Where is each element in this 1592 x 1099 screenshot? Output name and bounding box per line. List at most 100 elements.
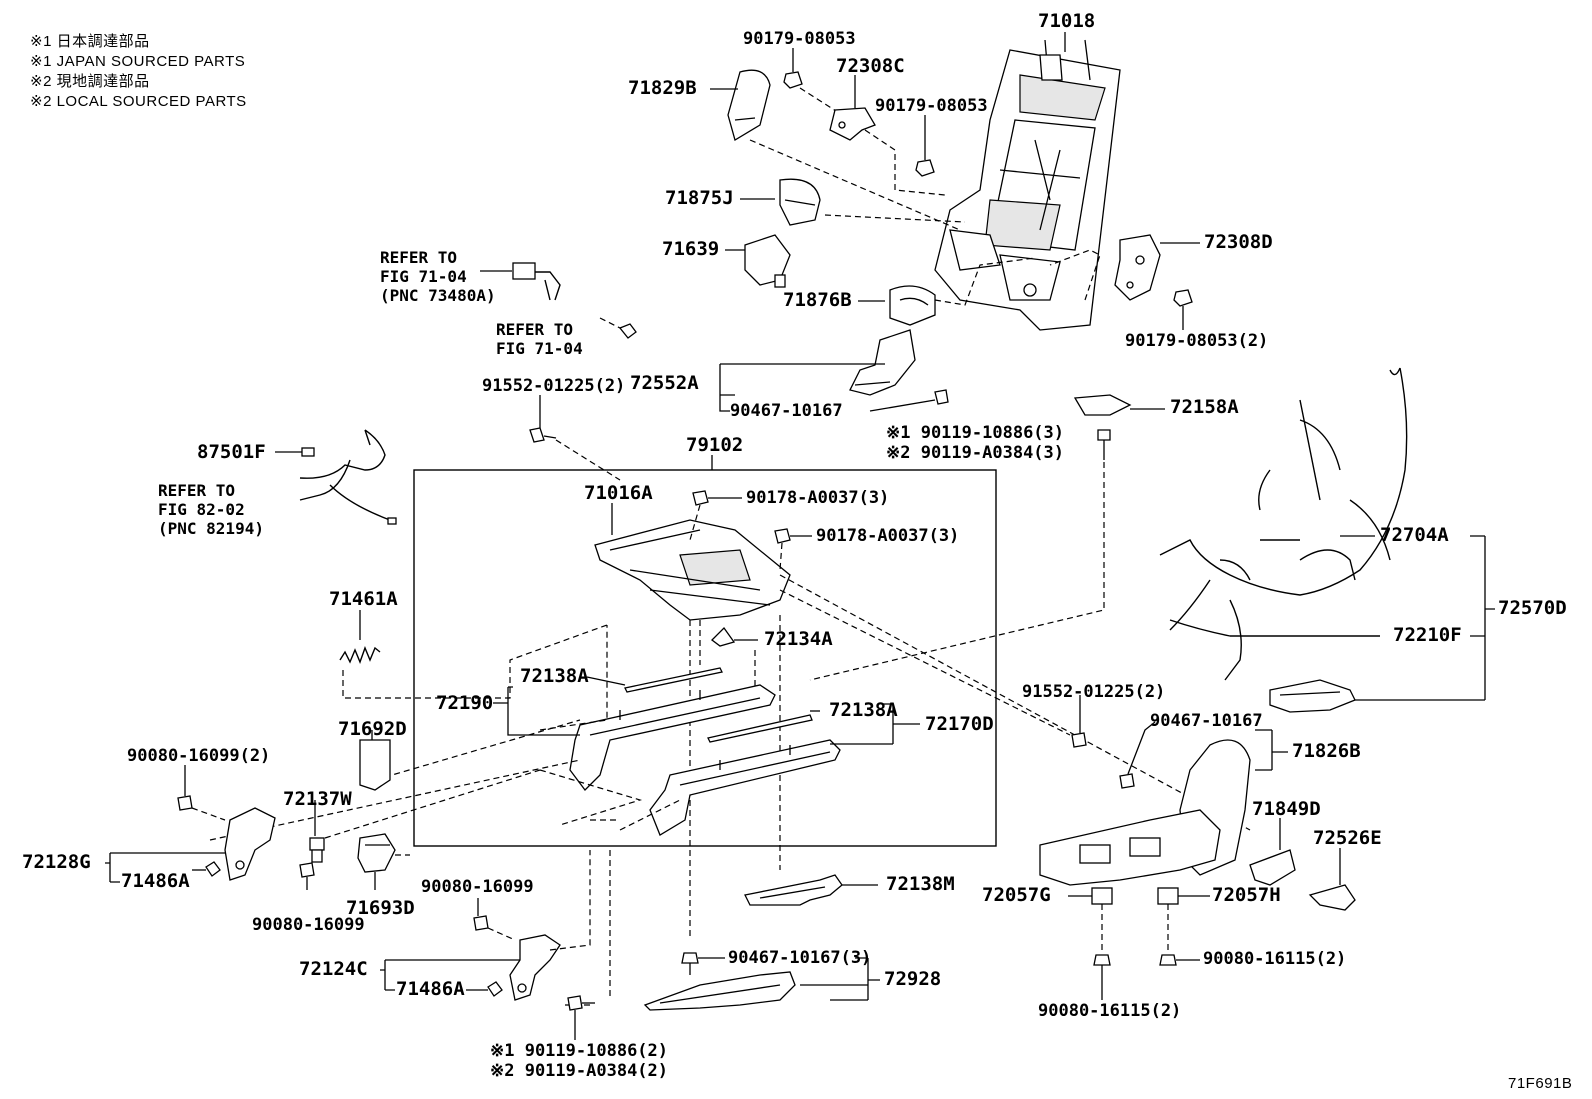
- rail-72170D: [649, 739, 841, 836]
- bolt-90119-10886-2: [567, 995, 595, 1011]
- label-72134A[interactable]: 72134A: [764, 628, 833, 650]
- clip-72057G: [1091, 887, 1113, 905]
- label-72552A[interactable]: 72552A: [630, 372, 699, 394]
- label-90080-16099-2[interactable]: 90080-16099(2): [127, 746, 271, 766]
- label-71692D[interactable]: 71692D: [338, 718, 407, 740]
- label-90178-A0037-3-b[interactable]: 90178-A0037(3): [816, 526, 960, 546]
- seatback-frame-71018: [934, 39, 1121, 331]
- label-71016A[interactable]: 71016A: [584, 482, 653, 504]
- label-72210F[interactable]: 72210F: [1393, 624, 1462, 646]
- label-90080-16099-b[interactable]: 90080-16099: [421, 877, 534, 897]
- frame-71016A: [594, 519, 791, 621]
- label-71639[interactable]: 71639: [662, 238, 720, 260]
- label-90080-16115-2-a[interactable]: 90080-16115(2): [1203, 949, 1347, 969]
- label-90080-16115-2-b[interactable]: 90080-16115(2): [1038, 1001, 1182, 1021]
- cover-lower: [1039, 809, 1221, 886]
- harness-72704A: [1159, 367, 1408, 681]
- label-72057G[interactable]: 72057G: [982, 884, 1051, 906]
- label-72308C[interactable]: 72308C: [836, 55, 905, 77]
- spring-71461A: [339, 646, 381, 664]
- label-72928[interactable]: 72928: [884, 968, 942, 990]
- cover-71875J: [779, 178, 821, 226]
- label-90179-08053-b[interactable]: 90179-08053: [875, 96, 988, 116]
- label-90467-10167-b[interactable]: 90467-10167: [1150, 711, 1263, 731]
- part-72138M: [744, 874, 843, 906]
- part-72137W: [309, 837, 325, 863]
- label-90179-08053-a[interactable]: 90179-08053: [743, 29, 856, 49]
- bracket-72128G: [224, 807, 276, 881]
- label-71875J[interactable]: 71875J: [665, 187, 734, 209]
- label-90119-10886-3[interactable]: ※1 90119-10886(3): [886, 423, 1065, 443]
- label-71461A[interactable]: 71461A: [329, 588, 398, 610]
- label-72057H[interactable]: 72057H: [1212, 884, 1281, 906]
- strip-72138A-b: [707, 714, 813, 743]
- label-71849D[interactable]: 71849D: [1252, 798, 1321, 820]
- label-71693D[interactable]: 71693D: [346, 897, 415, 919]
- clip-71486A-b: [487, 981, 503, 997]
- label-71486A-b[interactable]: 71486A: [396, 978, 465, 1000]
- label-71826B[interactable]: 71826B: [1292, 740, 1361, 762]
- ref-fig-71-04-pnc[interactable]: REFER TO FIG 71-04 (PNC 73480A): [380, 248, 496, 305]
- bolt-90080-16099-c: [299, 862, 315, 878]
- ref-fig-71-04[interactable]: REFER TO FIG 71-04: [496, 320, 583, 358]
- bracket-72124C: [509, 934, 561, 1001]
- label-72138M[interactable]: 72138M: [886, 873, 955, 895]
- label-90467-10167-3[interactable]: 90467-10167(3): [728, 948, 872, 968]
- cover-71876B: [889, 285, 936, 326]
- label-72190[interactable]: 72190: [436, 692, 494, 714]
- label-90119-10886-2[interactable]: ※1 90119-10886(2): [490, 1041, 669, 1061]
- harness-87501F: [299, 429, 397, 525]
- label-71018[interactable]: 71018: [1038, 10, 1096, 32]
- bolt-90080-16099-2: [177, 765, 193, 811]
- rail-72190: [569, 684, 776, 791]
- part-71849D: [1249, 849, 1296, 886]
- connector-73480A: [512, 262, 561, 301]
- label-90119-A0384-3[interactable]: ※2 90119-A0384(3): [886, 443, 1065, 463]
- label-72128G[interactable]: 72128G: [22, 851, 91, 873]
- label-72124C[interactable]: 72124C: [299, 958, 368, 980]
- label-72308D[interactable]: 72308D: [1204, 231, 1273, 253]
- label-72704A[interactable]: 72704A: [1380, 524, 1449, 546]
- label-72138A-b[interactable]: 72138A: [829, 699, 898, 721]
- label-71486A-a[interactable]: 71486A: [121, 870, 190, 892]
- label-90178-A0037-3-a[interactable]: 90178-A0037(3): [746, 488, 890, 508]
- note-local-en: ※2 LOCAL SOURCED PARTS: [30, 93, 247, 110]
- bracket-72308D: [1114, 234, 1161, 301]
- bracket-72552A: [849, 329, 916, 396]
- clip-71486A-a: [205, 861, 221, 877]
- clip-72057H: [1157, 887, 1179, 905]
- label-72158A[interactable]: 72158A: [1170, 396, 1239, 418]
- note-japan-jp: ※1 日本調達部品: [30, 33, 150, 50]
- bolt-90467-10167-a: [934, 389, 949, 405]
- label-87501F[interactable]: 87501F: [197, 441, 266, 463]
- part-72134A: [711, 626, 736, 647]
- figure-code: 71F691B: [1508, 1075, 1573, 1092]
- bolt-90467-10167-3: [681, 952, 699, 975]
- bolt-91552-01225-b: [1071, 732, 1087, 748]
- ref-fig-82-02-pnc[interactable]: REFER TO FIG 82-02 (PNC 82194): [158, 481, 264, 538]
- label-90119-A0384-2[interactable]: ※2 90119-A0384(2): [490, 1061, 669, 1081]
- label-72570D[interactable]: 72570D: [1498, 597, 1567, 619]
- label-72138A-a[interactable]: 72138A: [520, 665, 589, 687]
- label-72170D[interactable]: 72170D: [925, 713, 994, 735]
- nut-90178-A0037-a: [692, 490, 709, 506]
- bolt-90080-16115-2-a: [1093, 954, 1111, 1000]
- label-71876B[interactable]: 71876B: [783, 289, 852, 311]
- part-72526E: [1308, 884, 1356, 911]
- bolt-90119-10886-3: [1097, 429, 1111, 460]
- label-90080-16099-a[interactable]: 90080-16099: [252, 915, 365, 935]
- bolt-91552-01225-a: [529, 427, 557, 443]
- label-90467-10167-a[interactable]: 90467-10167: [730, 401, 843, 421]
- label-72137W[interactable]: 72137W: [283, 788, 352, 810]
- label-79102[interactable]: 79102: [686, 434, 744, 456]
- label-91552-01225-2-a[interactable]: 91552-01225(2): [482, 376, 626, 396]
- bolt-fig7104: [618, 323, 637, 339]
- label-72526E[interactable]: 72526E: [1313, 827, 1382, 849]
- label-71829B[interactable]: 71829B: [628, 77, 697, 99]
- note-local-jp: ※2 現地調達部品: [30, 73, 150, 90]
- label-90179-08053-2[interactable]: 90179-08053(2): [1125, 331, 1269, 351]
- bracket-72308C: [829, 107, 876, 141]
- label-91552-01225-2-b[interactable]: 91552-01225(2): [1022, 682, 1166, 702]
